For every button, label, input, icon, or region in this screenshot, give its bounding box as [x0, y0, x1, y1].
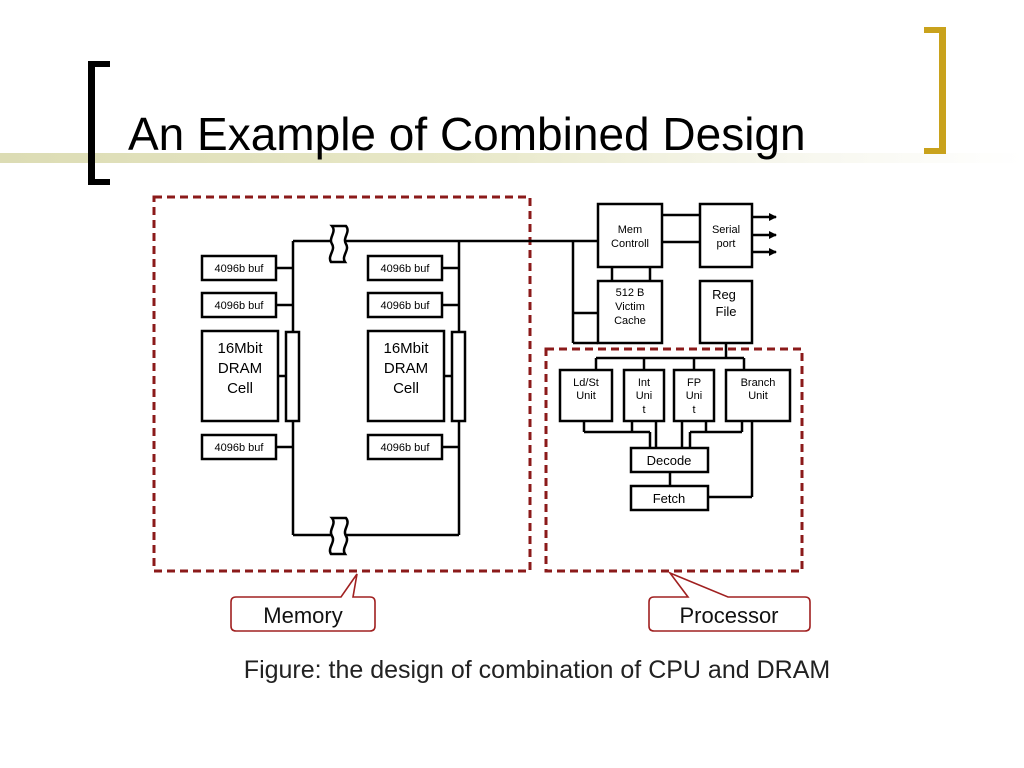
memory-region — [152, 195, 532, 573]
serial-port-box — [698, 202, 754, 269]
buffer-top-left-1 — [200, 254, 278, 282]
fp-unit-line-1: FP — [687, 377, 701, 389]
slide-title: An Example of Combined Design — [128, 108, 806, 160]
memory-labels: 4096b buf 4096b buf 4096b buf 4096b buf … — [215, 263, 431, 454]
dram-cell-right — [366, 329, 446, 423]
branch-unit-line-2: Unit — [748, 390, 768, 402]
branch-unit-box — [724, 368, 792, 423]
dram-right-line-3: Cell — [393, 380, 419, 397]
decode-label: Decode — [647, 453, 692, 468]
victim-cache-box — [596, 279, 664, 345]
memory-blocks — [200, 254, 467, 461]
left-bracket-decoration — [88, 61, 110, 185]
int-unit-box — [622, 368, 666, 423]
memory-callout-label: Memory — [263, 603, 342, 628]
ldst-unit-line-1: Ld/St — [573, 377, 599, 389]
sense-amp-right — [450, 330, 467, 423]
int-unit-line-3: t — [642, 404, 645, 416]
int-unit-line-1: Int — [638, 377, 650, 389]
ldst-unit-box — [558, 368, 614, 423]
fp-unit-box — [672, 368, 716, 423]
serial-port-line-1: Serial — [712, 224, 740, 236]
mem-controll-line-2: Controll — [611, 238, 649, 250]
processor-callout — [648, 571, 811, 632]
right-bracket-decoration — [924, 27, 946, 154]
dram-left-line-3: Cell — [227, 380, 253, 397]
buffer-top-right-1 — [366, 254, 444, 282]
top-bus-break — [328, 224, 349, 264]
ldst-unit-line-2: Unit — [576, 390, 596, 402]
dram-right-line-1: 16Mbit — [383, 340, 429, 357]
processor-callout-label: Processor — [679, 603, 778, 628]
buffer-top-left-1-label: 4096b buf — [215, 263, 265, 275]
dram-left-line-1: 16Mbit — [217, 340, 263, 357]
buffer-top-right-2-label: 4096b buf — [381, 300, 431, 312]
serial-output-arrows — [752, 213, 777, 256]
fetch-box — [629, 484, 710, 512]
memory-callout — [230, 573, 376, 632]
processor-labels: Mem Controll Serial port 512 B Victim Ca… — [573, 224, 775, 506]
reg-file-line-1: Reg — [712, 287, 736, 302]
serial-port-line-2: port — [717, 238, 736, 250]
mem-controll-line-1: Mem — [618, 224, 642, 236]
victim-cache-line-2: Victim — [615, 301, 645, 313]
buffer-top-left-2 — [200, 291, 278, 319]
branch-unit-line-1: Branch — [741, 377, 776, 389]
victim-cache-line-3: Cache — [614, 315, 646, 327]
reg-file-box — [698, 279, 754, 345]
decode-box — [629, 446, 710, 474]
reg-file-line-2: File — [716, 304, 737, 319]
fp-unit-line-2: Uni — [686, 390, 703, 402]
buffer-bottom-right — [366, 433, 444, 461]
processor-blocks — [558, 202, 792, 512]
victim-cache-line-1: 512 B — [616, 287, 645, 299]
buffer-bottom-left-label: 4096b buf — [215, 442, 265, 454]
bus-break-symbols — [328, 224, 349, 556]
processor-region — [544, 347, 804, 573]
buffer-bottom-right-label: 4096b buf — [381, 442, 431, 454]
sense-amp-left — [284, 330, 301, 423]
processor-wires — [571, 213, 754, 499]
fp-unit-line-3: t — [692, 404, 695, 416]
dram-cell-left — [200, 329, 280, 423]
figure-caption: Figure: the design of combination of CPU… — [243, 656, 831, 684]
buffer-top-left-2-label: 4096b buf — [215, 300, 265, 312]
buffer-top-right-2 — [366, 291, 444, 319]
dram-right-line-2: DRAM — [384, 360, 428, 377]
mem-controll-box — [596, 202, 664, 269]
dram-left-line-2: DRAM — [218, 360, 262, 377]
bottom-bus-break — [328, 516, 349, 556]
buffer-top-right-1-label: 4096b buf — [381, 263, 431, 275]
fetch-label: Fetch — [653, 491, 686, 506]
int-unit-line-2: Uni — [636, 390, 653, 402]
buffer-bottom-left — [200, 433, 278, 461]
title-underline-bar — [0, 153, 1024, 163]
